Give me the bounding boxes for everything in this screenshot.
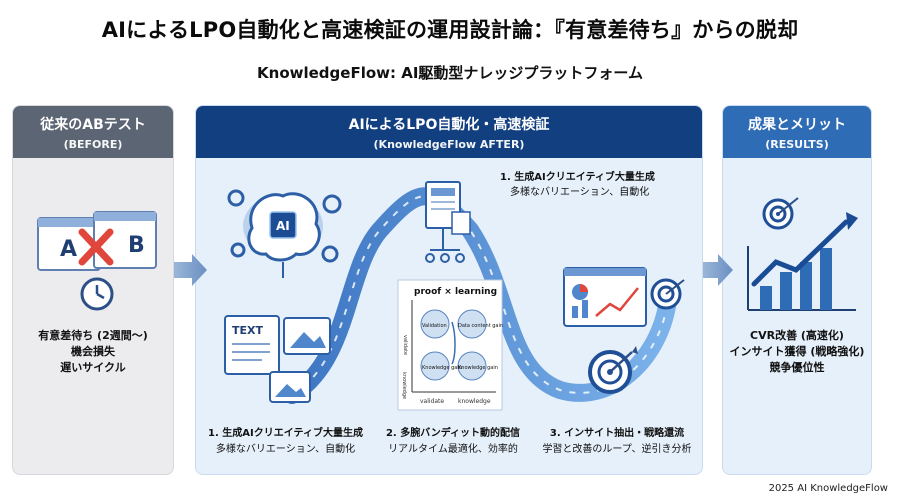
- target-small-icon: [650, 278, 685, 310]
- before-subtitle: (BEFORE): [63, 138, 123, 151]
- footer-credit: 2025 AI KnowledgeFlow: [768, 483, 888, 494]
- before-title: 従来のABテスト: [40, 117, 146, 133]
- before-line-2: 機会損失: [71, 345, 115, 358]
- diagram-left-axis-2: knowledge: [401, 372, 407, 399]
- step-1-desc: 多様なバリエーション、自動化: [215, 444, 356, 455]
- diagram-bottom-left: validate: [420, 398, 444, 405]
- ab-test-icon: A B: [37, 211, 157, 271]
- page-title: AIによるLPO自動化と高速検証の運用設計論：『有意差待ち』からの脱却: [101, 18, 799, 42]
- results-line-1: CVR改善 (高速化): [750, 329, 844, 342]
- step-3-title: 3. インサイト抽出・戦略還流: [549, 428, 685, 439]
- text-card-icon: TEXT: [224, 315, 280, 375]
- results-header: 成果とメリット (RESULTS): [723, 106, 871, 158]
- ai-brain-icon: AI: [227, 189, 342, 278]
- ai-chip-label: AI: [276, 219, 290, 233]
- step-1-top-title: 1. 生成AIクリエイティブ大量生成: [500, 172, 655, 183]
- step-3-desc: 学習と改善のループ、逆引き分析: [542, 444, 692, 455]
- diagram-bottom-right: knowledge: [458, 398, 491, 405]
- results-subtitle: (RESULTS): [765, 138, 829, 151]
- webpage-network-icon: [425, 181, 471, 263]
- diagram-title: proof × learning: [414, 287, 497, 297]
- diagram-left-axis: validate: [402, 335, 408, 355]
- before-line-3: 遅いサイクル: [60, 361, 126, 374]
- after-subtitle: (KnowledgeFlow AFTER): [373, 138, 525, 151]
- proof-learning-diagram: proof × learning validate knowledge Vali…: [397, 279, 503, 411]
- ab-b-label: B: [128, 233, 145, 258]
- step-1-top-desc: 多様なバリエーション、自動化: [510, 187, 650, 198]
- results-target-icon: [762, 197, 799, 230]
- ab-a-label: A: [60, 237, 77, 262]
- results-line-2: インサイト獲得 (戦略強化): [729, 345, 865, 358]
- diagram-q3: Knowledge gain: [422, 365, 462, 371]
- diagram-q2: Data content gain: [458, 323, 503, 329]
- arrow-before-to-after-icon: [174, 254, 207, 286]
- text-card-label: TEXT: [232, 324, 263, 337]
- results-title: 成果とメリット: [748, 117, 846, 133]
- step-2-desc: リアルタイム最適化、効率的: [388, 444, 518, 455]
- results-line-3: 競争優位性: [769, 361, 825, 374]
- step-1-title: 1. 生成AIクリエイティブ大量生成: [208, 428, 363, 439]
- before-header: 従来のABテスト (BEFORE): [13, 106, 173, 158]
- before-line-1: 有意差待ち (2週間〜): [38, 329, 148, 342]
- arrow-after-to-results-icon: [703, 254, 733, 286]
- after-header: AIによるLPO自動化・高速検証 (KnowledgeFlow AFTER): [196, 106, 702, 158]
- dashboard-icon: [563, 267, 647, 327]
- step-2-title: 2. 多腕バンディット動的配信: [385, 428, 521, 439]
- page-subtitle: KnowledgeFlow: AI駆動型ナレッジプラットフォーム: [257, 64, 643, 82]
- image-card-icon: [269, 317, 331, 403]
- clock-icon: [80, 277, 114, 311]
- after-title: AIによるLPO自動化・高速検証: [348, 117, 550, 133]
- growth-chart-icon: [747, 212, 858, 311]
- diagram-q4: Knowledge gain: [458, 365, 498, 371]
- diagram-q1: Validation: [422, 323, 447, 329]
- target-large-icon: [588, 346, 638, 394]
